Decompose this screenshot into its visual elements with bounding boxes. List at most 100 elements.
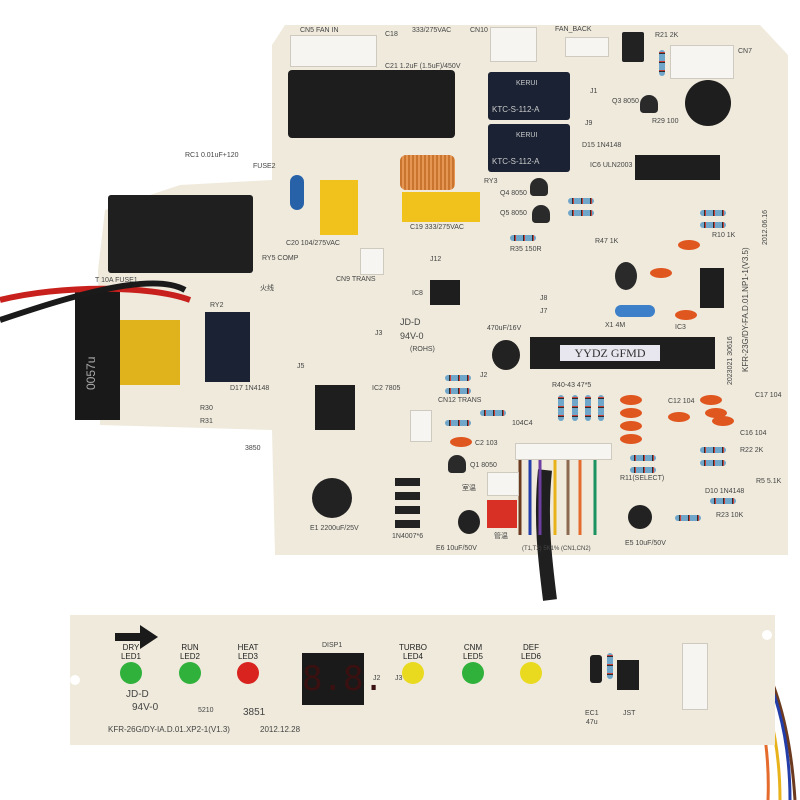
c18-label: C18 — [385, 31, 398, 38]
transistor-q5 — [532, 205, 550, 223]
ic8-chip — [430, 280, 460, 305]
r31-label: R31 — [200, 418, 213, 425]
c12-label: C12 104 — [668, 398, 695, 405]
j3-label: J3 — [395, 675, 403, 682]
ic8-label: IC8 — [412, 290, 423, 297]
fuse1-label: T 10A FUSE1 — [95, 277, 138, 284]
capacitor-e6 — [458, 510, 480, 534]
relay-brand: KERUI — [516, 132, 538, 139]
ic2-label: IC2 7805 — [372, 385, 401, 392]
d15-label: D15 1N4148 — [582, 142, 622, 149]
cap-470-label: 470uF/16V — [487, 325, 522, 332]
cn5-label: CN5 FAN IN — [300, 27, 339, 34]
compressor-relay — [108, 195, 253, 273]
board-no-3850: 3850 — [245, 445, 261, 452]
relay-model: KTC-S-112-A — [492, 157, 540, 166]
relay-2: KERUI KTC-S-112-A — [488, 124, 570, 172]
c17-label: C17 104 — [755, 392, 782, 399]
fuse2-label: FUSE2 — [253, 163, 276, 170]
capacitor-c12 — [668, 412, 690, 422]
ec1-label: EC1 — [585, 710, 599, 717]
capacitor-c2 — [450, 437, 472, 447]
tact-switch[interactable] — [622, 32, 644, 62]
d17-label: D17 1N4148 — [230, 385, 270, 392]
receiver-label: JST — [623, 710, 636, 717]
relay-brand: KERUI — [516, 80, 538, 87]
arrow-icon — [115, 625, 158, 649]
room-temp-label: 室温 — [462, 485, 476, 492]
led-cnm — [462, 662, 484, 684]
resistor-r21 — [659, 50, 665, 76]
j12-label: J12 — [430, 256, 442, 263]
transformer-label: 0057u — [84, 356, 98, 390]
resistor-r35 — [510, 235, 536, 241]
rohs-label: (ROHS) — [410, 346, 435, 353]
j9-label: J9 — [585, 120, 593, 127]
cn9-label: CN9 TRANS — [336, 276, 376, 283]
cn10-label: CN10 — [470, 27, 488, 34]
ul-rating: 94V-0 — [132, 702, 159, 713]
thermistor-label: (T1,T2) 5K1% (CN1,CN2) — [522, 546, 591, 552]
connector-cn7 — [670, 45, 734, 79]
display-model: KFR-26G/DY-IA.D.01.XP2-1(V1.3) — [108, 725, 230, 734]
board-no-3851: 3851 — [243, 707, 266, 718]
y-capacitor — [290, 175, 304, 210]
transformer-core: 0057u — [75, 290, 120, 420]
transistor-q3 — [640, 95, 658, 113]
capacitor-470uf — [492, 340, 520, 370]
r40-label: R40-43 47*5 — [552, 382, 592, 389]
led-turbo — [402, 662, 424, 684]
j5-label: J5 — [297, 363, 305, 370]
led-def — [520, 662, 542, 684]
e1-label: E1 2200uF/25V — [310, 525, 359, 532]
q1-label: Q1 8050 — [470, 462, 497, 469]
j7-label: J7 — [540, 308, 548, 315]
diodes-label: 1N4007*6 — [392, 533, 424, 540]
live-wire-label: 火线 — [260, 285, 274, 292]
display-connector — [515, 443, 612, 460]
board-ul-mark: JD-D — [400, 317, 421, 327]
rc1-label: RC1 0.01uF+120 — [185, 152, 239, 159]
buzzer — [685, 80, 731, 126]
regulator-ic2 — [315, 385, 355, 430]
d10-label: D10 1N4148 — [705, 488, 745, 495]
x1-label: X1 4M — [605, 322, 626, 329]
mcu-label: YYDZ GFMD — [560, 345, 660, 361]
j2-label: J2 — [373, 675, 381, 682]
mount-hole — [70, 675, 80, 685]
crystal-x1 — [615, 305, 655, 317]
connector-cn9 — [360, 248, 384, 275]
cn7-label: CN7 — [738, 48, 753, 55]
q4-label: Q4 8050 — [500, 190, 527, 197]
resistor-r8 — [607, 653, 613, 679]
r29-label: R29 100 — [652, 118, 679, 125]
relay-model: KTC-S-112-A — [492, 105, 540, 114]
disp1-label: DISP1 — [322, 642, 343, 649]
ic3-label: IC3 — [675, 324, 686, 331]
relay-ry2 — [205, 312, 250, 382]
pipe-temp-connector — [487, 500, 517, 528]
j1-label: J1 — [590, 88, 598, 95]
r11-label: R11(SELECT) — [620, 475, 665, 482]
c21-label: C21 1.2uF (1.5uF)/450V — [385, 63, 461, 70]
e6-label: E6 10uF/50V — [436, 545, 477, 552]
transformer-bobbin — [120, 320, 180, 385]
c18-value: 333/275VAC — [412, 27, 452, 34]
ul-code: 5210 — [198, 707, 214, 714]
r47-label: R47 1K — [595, 238, 619, 245]
j2-label: J2 — [480, 372, 488, 379]
display-date: 2012.12.28 — [260, 725, 301, 734]
mcu-chip: YYDZ GFMD — [530, 337, 715, 369]
run-capacitor-c21 — [288, 70, 455, 138]
room-temp-connector — [487, 472, 519, 496]
q5-label: Q5 8050 — [500, 210, 527, 217]
display-cable-connector — [682, 643, 708, 710]
main-model: KFR-23G/DY-FA.D.01.NP1-1(V3.5) — [741, 247, 750, 372]
fan-connector-cn5 — [290, 35, 377, 67]
inductor-l2 — [400, 155, 455, 190]
ic6-label: IC6 ULN2003 — [590, 162, 633, 169]
